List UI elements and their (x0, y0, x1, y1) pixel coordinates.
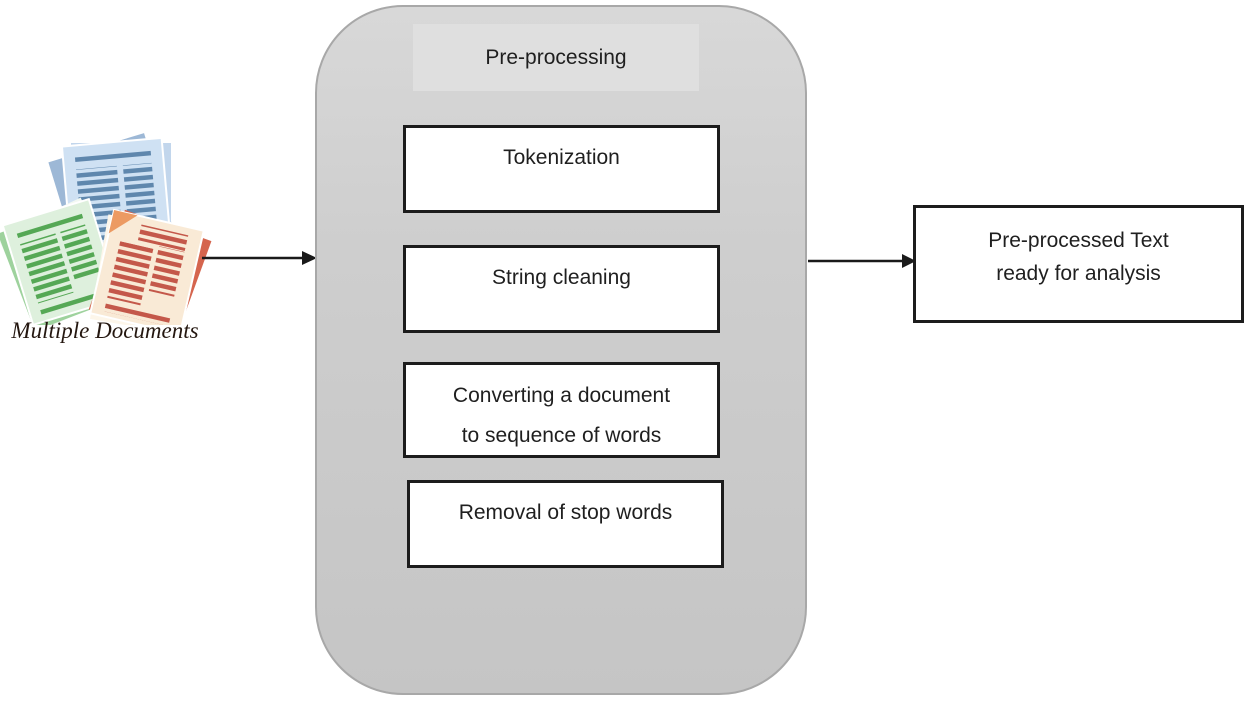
step-box-converting-document: Converting a document to sequence of wor… (403, 362, 720, 458)
step-label: Removal of stop words (458, 501, 673, 524)
step-box-removal-stop-words: Removal of stop words (407, 480, 724, 568)
step-label: String cleaning (492, 266, 631, 289)
red-document (88, 208, 212, 325)
preprocessing-title: Pre-processing (485, 45, 627, 69)
output-box: Pre-processed Text ready for analysis (913, 205, 1244, 323)
output-label-line2: ready for analysis (996, 262, 1161, 285)
preprocessing-container: Pre-processing Tokenization String clean… (315, 5, 807, 695)
step-label-line1: Converting a document (452, 384, 671, 407)
green-document (0, 197, 125, 325)
step-box-tokenization: Tokenization (403, 125, 720, 213)
step-box-string-cleaning: String cleaning (403, 245, 720, 333)
step-label-line2: to sequence of words (461, 424, 662, 447)
step-label: Tokenization (503, 146, 620, 169)
flow-arrow-output-icon (808, 254, 916, 268)
preprocessing-title-band: Pre-processing (413, 24, 699, 91)
multiple-documents-icon (0, 133, 212, 325)
multiple-documents-label: Multiple Documents (11, 318, 199, 343)
flow-arrow-input-icon (202, 251, 317, 265)
output-label-line1: Pre-processed Text (988, 229, 1169, 252)
